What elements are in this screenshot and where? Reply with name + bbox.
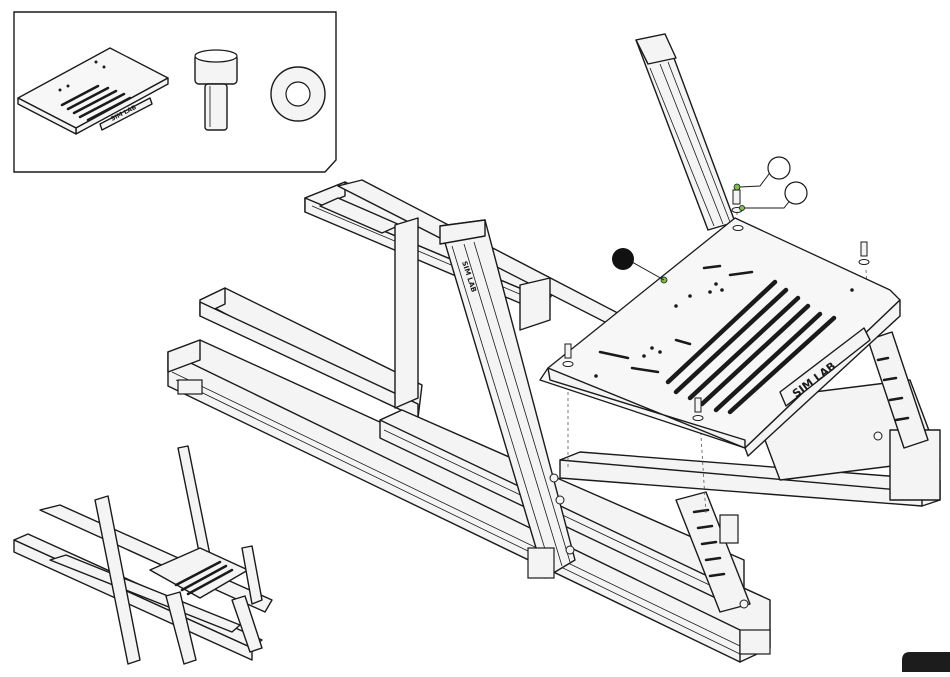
callout-filled — [612, 248, 664, 280]
overview-rig — [14, 446, 272, 664]
inset-washer — [271, 67, 325, 121]
parts-inset-box: SIM LAB — [14, 12, 336, 172]
rear-upright-profile — [636, 34, 735, 230]
exploded-bolt — [733, 184, 740, 204]
callout-bolt — [740, 157, 790, 187]
exploded-washer — [732, 205, 745, 212]
page-corner-tab — [902, 652, 950, 672]
